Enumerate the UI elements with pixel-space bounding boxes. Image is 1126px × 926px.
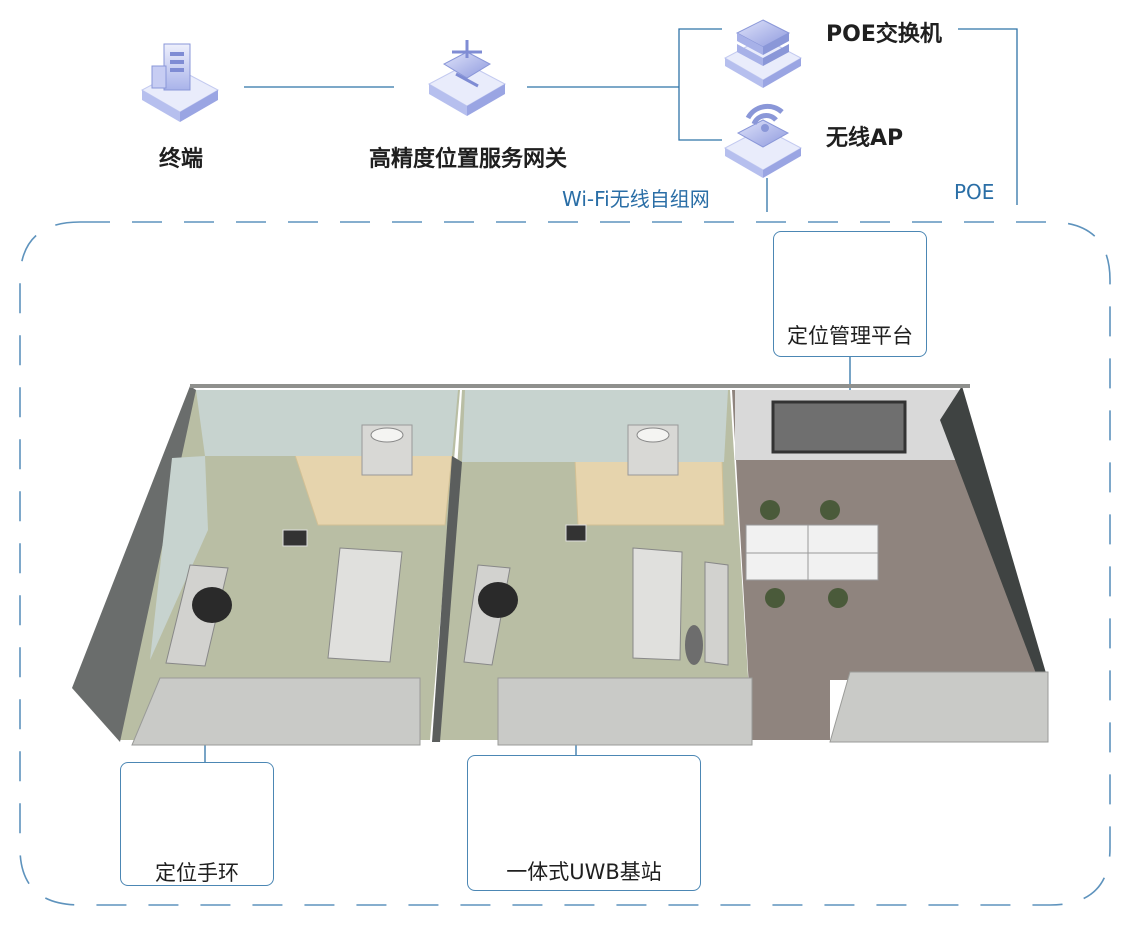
wristband-label: 定位手环 [155, 861, 239, 885]
uwb-station-box: 一体式UWB基站 [467, 755, 701, 891]
terminal-label: 终端 [159, 147, 204, 172]
poe-switch-label: POE交换机 [826, 22, 942, 47]
boundary-dashed [19, 221, 1111, 906]
wireless-ap-icon [723, 103, 803, 178]
uwb-station-label: 一体式UWB基站 [506, 860, 662, 884]
floor-plan [72, 384, 1049, 746]
wristband-box: 定位手环 [120, 762, 274, 886]
platform-label: 定位管理平台 [787, 324, 913, 348]
gateway-icon [427, 40, 507, 116]
gateway-label: 高精度位置服务网关 [369, 147, 568, 172]
poe-switch-icon [723, 19, 803, 88]
terminal-icon [140, 43, 220, 122]
platform-box: 定位管理平台 [773, 231, 927, 357]
wifi-mesh-label: Wi-Fi无线自组网 [562, 187, 710, 211]
poe-link-label: POE [954, 180, 995, 204]
wireless-ap-label: 无线AP [826, 126, 904, 151]
